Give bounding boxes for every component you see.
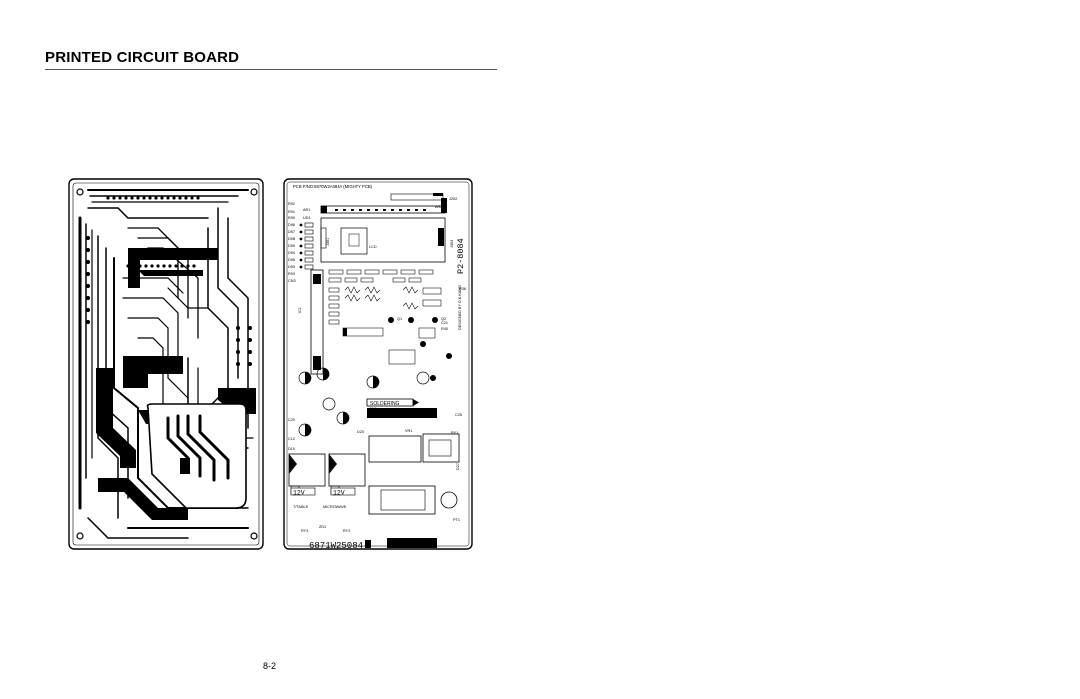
ref-ry1: RY1 [451, 431, 458, 435]
ref-d97: D97 [288, 230, 295, 234]
ref-ry3: RY3 [301, 529, 308, 533]
part-number-label: 6871W25084 [309, 541, 363, 550]
ref-r40: R40 [441, 327, 448, 331]
soldering-label: SOLDERING [370, 401, 400, 407]
ref-d99: D99 [288, 244, 295, 248]
ref-ic1: IC1 [298, 307, 302, 313]
page-number: 8-2 [263, 661, 277, 671]
ref-vr1: VR1 [405, 429, 412, 433]
ref-d95: D95 [288, 258, 295, 262]
voltage-label-right: 12V [333, 490, 345, 497]
ref-ry2: RY2 [343, 529, 350, 533]
ref-cn3: CN3 [288, 279, 296, 283]
ref-ud1: UD1 [303, 216, 311, 220]
ref-d10: D10 [288, 447, 295, 451]
title-underline [45, 69, 497, 70]
ttable-label: T/TABLE [293, 505, 309, 509]
ref-j303: J303 [450, 240, 454, 248]
ref-ar1: AR1 [303, 208, 310, 212]
ref-c25: C25 [455, 413, 462, 417]
ref-r92: R92 [288, 202, 295, 206]
ref-r90: R90 [288, 216, 295, 220]
ref-d93: D93 [288, 265, 295, 269]
microwave-label: MICROWAVE [323, 505, 347, 509]
ref-r93: R93 [288, 272, 295, 276]
pcb-copper-side [68, 178, 264, 550]
ref-c20: C20 [288, 418, 295, 422]
ref-r91: R91 [288, 210, 295, 214]
ref-d98: D98 [288, 237, 295, 241]
ref-r36: R36 [459, 287, 466, 291]
side-code-label: P2-8084 [456, 238, 466, 274]
ref-c21: C21 [441, 321, 448, 325]
ref-c12: C12 [288, 437, 295, 441]
ref-d27: D27 [456, 463, 460, 470]
ref-ar2: AR2 [435, 205, 442, 209]
designer-label: DESIGNED BY D.K.KANG [458, 285, 462, 330]
ref-pt1: PT1 [453, 518, 460, 522]
ref-d20: D20 [357, 430, 364, 434]
pcb-header-label: PCB P/NO:6870W2A084A (MIGHTY PCB) [293, 184, 373, 189]
ref-zd1: ZD1 [319, 525, 326, 529]
pcb-component-side: PCB P/NO:6870W2A084A (MIGHTY PCB) J202 A… [283, 178, 473, 550]
ref-lcd: LCD [369, 245, 377, 249]
ref-q1: Q1 [397, 317, 402, 321]
page-title: PRINTED CIRCUIT BOARD [45, 49, 240, 66]
ref-q2: Q2 [441, 317, 446, 321]
ref-d96: D96 [288, 223, 295, 227]
ref-j301: J301 [326, 238, 330, 246]
ref-d94: D94 [288, 251, 295, 255]
voltage-label-left: 12V [293, 490, 305, 497]
ref-j202: J202 [449, 197, 457, 201]
